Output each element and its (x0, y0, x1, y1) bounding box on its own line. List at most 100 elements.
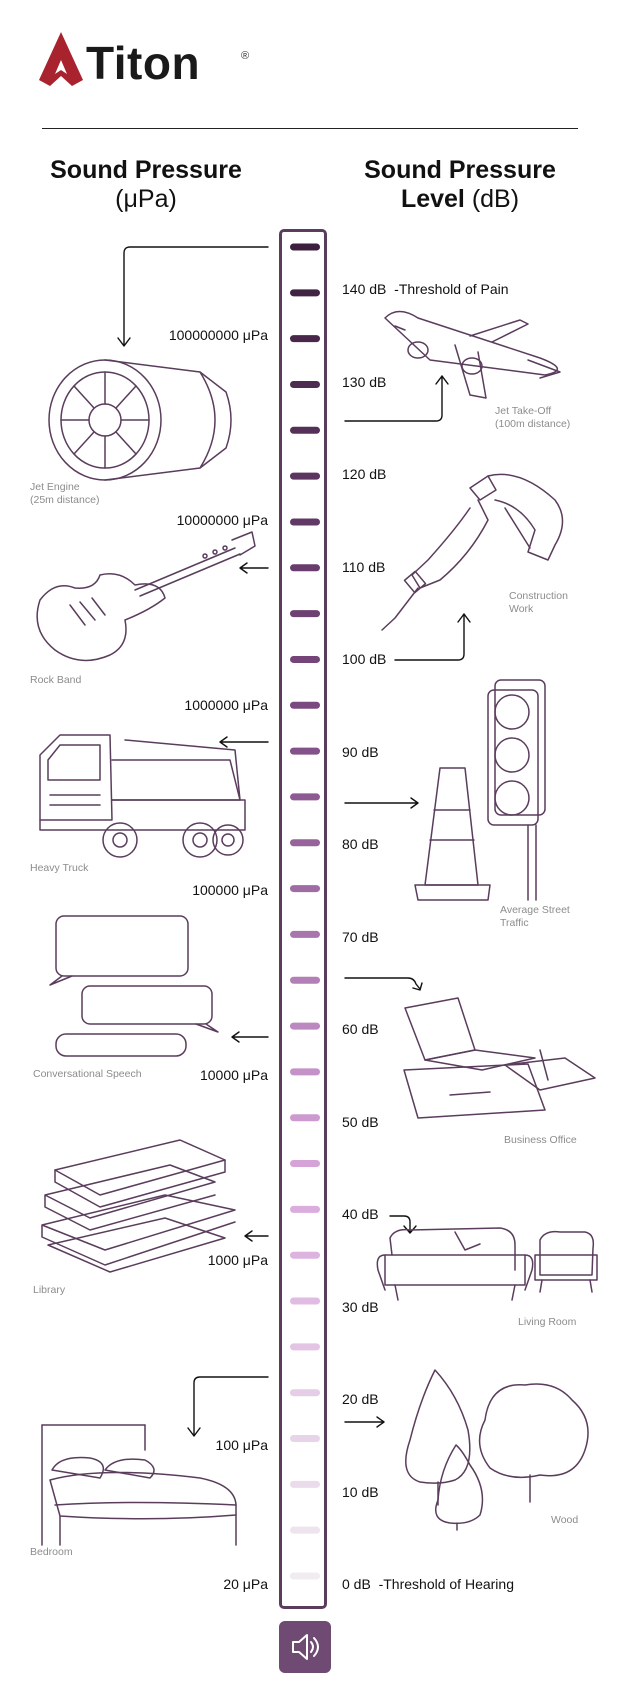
scale-tick (290, 1435, 320, 1443)
pressure-label: 100000 μPa (192, 882, 268, 898)
db-label: 120 dB (342, 466, 387, 482)
jackhammer-icon (381, 473, 564, 631)
speaker-icon (292, 1634, 319, 1660)
scale-tick (290, 1572, 320, 1580)
scale-tick (290, 976, 320, 984)
scale-tick (290, 1022, 320, 1030)
arrow-bedroom (187, 1376, 269, 1437)
decibel-scale-bar (279, 229, 327, 1609)
left-column-title: Sound Pressure (μPa) (50, 156, 242, 213)
speaker-button[interactable] (279, 1621, 331, 1673)
scale-tick (290, 930, 320, 938)
header-divider (42, 128, 578, 129)
arrow-jet-engine (117, 246, 269, 347)
scale-tick (290, 564, 320, 572)
airplane-icon (384, 310, 561, 399)
arrow-construction (394, 613, 471, 661)
arrow-street (344, 797, 419, 809)
caption-jet-engine: Jet Engine(25m distance) (30, 481, 100, 506)
books-icon (41, 1139, 236, 1273)
traffic-cone-icon (414, 767, 491, 901)
scale-tick (290, 701, 320, 709)
threshold-hearing: -Threshold of Hearing (378, 1576, 514, 1592)
pressure-label: 10000000 μPa (176, 512, 268, 528)
db-label: 140 dB -Threshold of Pain (342, 281, 509, 297)
db-label: 90 dB (342, 744, 379, 760)
arrow-rock-band (239, 562, 269, 574)
trees-icon (405, 1369, 589, 1531)
caption-library: Library (33, 1284, 66, 1296)
scale-tick (290, 1389, 320, 1397)
caption-heavy-truck: Heavy Truck (30, 862, 89, 874)
scale-tick (290, 885, 320, 893)
db-label: 0 dB -Threshold of Hearing (342, 1576, 514, 1592)
caption-speech: Conversational Speech (33, 1068, 142, 1080)
db-label: 100 dB (342, 651, 387, 667)
arrow-heavy-truck (219, 736, 269, 748)
threshold-pain: -Threshold of Pain (394, 281, 509, 297)
scale-tick (290, 1480, 320, 1488)
scale-tick (290, 518, 320, 526)
scale-tick (290, 839, 320, 847)
scale-tick (290, 610, 320, 618)
scale-tick (290, 1343, 320, 1351)
scale-tick (290, 1297, 320, 1305)
db-label: 80 dB (342, 836, 379, 852)
scale-tick (290, 1068, 320, 1076)
office-desk-icon (403, 997, 596, 1119)
scale-tick (290, 1251, 320, 1259)
caption-rock-band: Rock Band (30, 674, 82, 686)
scale-tick (290, 655, 320, 663)
arrow-living-room (389, 1215, 417, 1234)
sofa-icon (376, 1227, 598, 1301)
traffic-light-icon (487, 679, 546, 901)
scale-tick (290, 335, 320, 343)
scale-tick (290, 1205, 320, 1213)
db-label: 30 dB (342, 1299, 379, 1315)
arrow-speech (231, 1031, 269, 1043)
pressure-label: 20 μPa (223, 1576, 268, 1592)
scale-tick (290, 793, 320, 801)
db-label: 20 dB (342, 1391, 379, 1407)
scale-tick (290, 1114, 320, 1122)
caption-wood: Wood (551, 1514, 579, 1526)
db-label: 10 dB (342, 1484, 379, 1500)
db-label: 130 dB (342, 374, 387, 390)
caption-jet-takeoff: Jet Take-Off(100m distance) (495, 405, 571, 430)
caption-bedroom: Bedroom (30, 1546, 73, 1558)
right-column-title: Sound Pressure Level (dB) (364, 156, 556, 213)
titon-logo-icon (39, 32, 83, 86)
pressure-label: 10000 μPa (199, 1067, 268, 1083)
registered-mark: ® (241, 50, 250, 62)
scale-tick (290, 380, 320, 388)
heavy-truck-icon (39, 734, 246, 858)
caption-office: Business Office (504, 1134, 577, 1146)
brand-name: Titon (86, 37, 201, 89)
pressure-label: 1000000 μPa (184, 697, 268, 713)
db-label: 50 dB (342, 1114, 379, 1130)
arrow-wood (344, 1416, 385, 1428)
arrow-office (344, 977, 423, 991)
db-label: 110 dB (342, 559, 386, 575)
pressure-label: 100000000 μPa (168, 327, 268, 343)
scale-tick (290, 1160, 320, 1168)
caption-living-room: Living Room (518, 1316, 577, 1328)
scale-tick (290, 289, 320, 297)
speech-bubbles-icon (49, 915, 219, 1057)
pressure-label: 100 μPa (215, 1437, 268, 1453)
pressure-label: 1000 μPa (207, 1252, 268, 1268)
jet-engine-icon (48, 359, 232, 481)
arrow-library (244, 1230, 269, 1242)
bed-icon (41, 1424, 237, 1546)
db-label: 40 dB (342, 1206, 379, 1222)
scale-tick (290, 243, 320, 251)
db-label: 60 dB (342, 1021, 379, 1037)
scale-tick (290, 747, 320, 755)
scale-tick (290, 472, 320, 480)
db-label: 70 dB (342, 929, 379, 945)
guitar-icon (36, 531, 256, 662)
arrow-jet-takeoff (344, 375, 449, 422)
